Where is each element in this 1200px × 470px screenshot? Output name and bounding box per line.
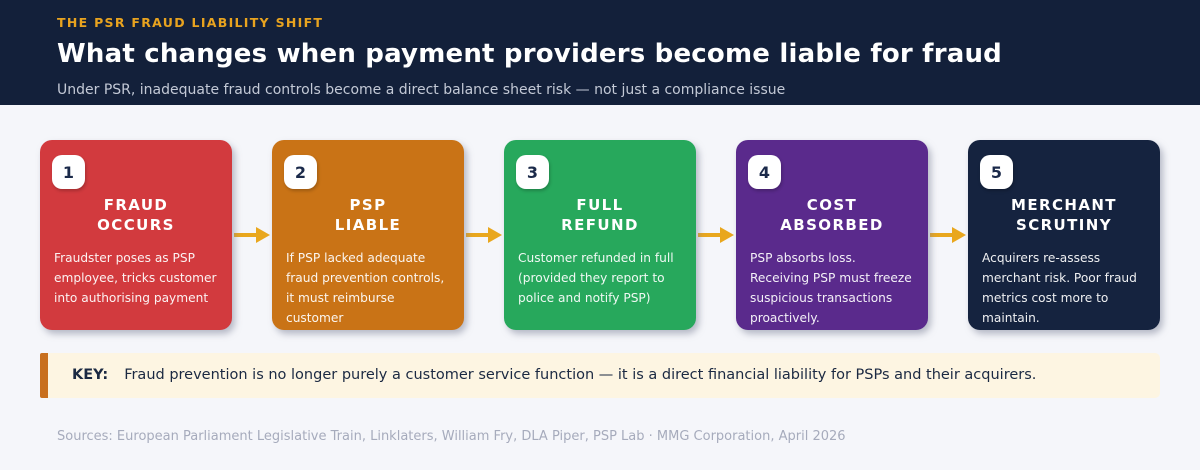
arrow-right-icon [930,227,966,243]
step-card-full-refund: 3 FULL REFUND Customer refunded in full … [504,140,696,330]
step-number: 4 [758,162,771,182]
step-card-fraud-occurs: 1 FRAUD OCCURS Fraudster poses as PSP em… [40,140,232,330]
step-description: PSP absorbs loss. Receiving PSP must fre… [750,251,912,326]
step-number: 3 [526,162,539,182]
step-title: FULL REFUND [561,196,639,234]
header: THE PSR FRAUD LIABILITY SHIFT What chang… [0,0,1200,105]
step-card-merchant-scrutiny: 5 MERCHANT SCRUTINY Acquirers re-assess … [968,140,1160,330]
step-number-badge: 3 [516,155,549,189]
page-title: What changes when payment providers beco… [57,39,1002,69]
step-title: COST ABSORBED [780,196,884,234]
step-number-badge: 2 [284,155,317,189]
step-number: 1 [62,162,75,182]
flow-arrow-1 [232,140,272,330]
step-card-psp-liable: 2 PSP LIABLE If PSP lacked adequate frau… [272,140,464,330]
page-subtitle: Under PSR, inadequate fraud controls bec… [57,82,786,98]
step-title: FRAUD OCCURS [97,196,175,234]
step-number-badge: 5 [980,155,1013,189]
step-title: PSP LIABLE [334,196,402,234]
step-description: If PSP lacked adequate fraud prevention … [286,251,445,326]
key-text: Fraud prevention is no longer purely a c… [124,367,1037,383]
arrow-right-icon [234,227,270,243]
key-takeaway-callout: KEY: Fraud prevention is no longer purel… [40,353,1160,398]
step-description: Acquirers re-assess merchant risk. Poor … [982,251,1137,326]
flow-arrow-3 [696,140,736,330]
step-number: 5 [990,162,1003,182]
step-card-cost-absorbed: 4 COST ABSORBED PSP absorbs loss. Receiv… [736,140,928,330]
step-number: 2 [294,162,307,182]
process-flow: 1 FRAUD OCCURS Fraudster poses as PSP em… [40,140,1160,330]
eyebrow-kicker: THE PSR FRAUD LIABILITY SHIFT [57,15,324,30]
key-label: KEY: [72,367,109,383]
sources-footnote: Sources: European Parliament Legislative… [57,429,846,444]
flow-arrow-4 [928,140,968,330]
arrow-right-icon [466,227,502,243]
step-number-badge: 4 [748,155,781,189]
step-number-badge: 1 [52,155,85,189]
step-description: Fraudster poses as PSP employee, tricks … [54,251,217,306]
flow-arrow-2 [464,140,504,330]
arrow-right-icon [698,227,734,243]
step-description: Customer refunded in full (provided they… [518,251,674,306]
step-title: MERCHANT SCRUTINY [1011,196,1117,234]
